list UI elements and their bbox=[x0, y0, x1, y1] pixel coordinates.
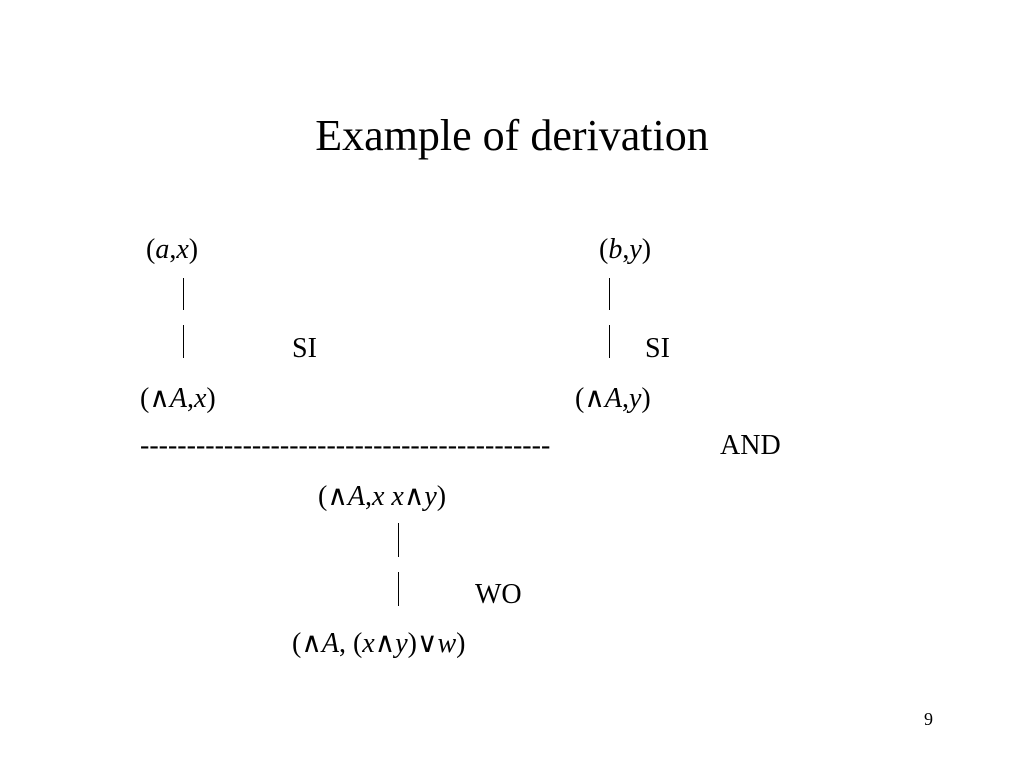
paren: ( bbox=[599, 234, 609, 265]
var-y: y bbox=[629, 234, 642, 265]
left-result: (∧A,x) bbox=[140, 383, 216, 415]
var-y: y bbox=[628, 383, 642, 414]
paren: ( bbox=[352, 628, 363, 659]
paren: ) bbox=[188, 234, 199, 265]
paren: ) bbox=[456, 628, 466, 659]
comma: , bbox=[186, 383, 194, 414]
page-number: 9 bbox=[924, 709, 933, 729]
paren: ( bbox=[575, 383, 585, 414]
var-x: x bbox=[176, 234, 189, 265]
var-A: A bbox=[169, 383, 187, 414]
inference-separator: ----------------------------------------… bbox=[140, 430, 551, 461]
left-premise: (a,x) bbox=[146, 234, 198, 266]
final-derivation-bar-lower bbox=[398, 572, 399, 606]
slide-title: Example of derivation bbox=[315, 111, 709, 160]
right-rule-label: SI bbox=[645, 333, 670, 364]
var-A: A bbox=[321, 628, 339, 659]
or-operator: ∨ bbox=[416, 628, 438, 659]
left-rule-label: SI bbox=[292, 333, 317, 364]
and-operator: ∧ bbox=[327, 481, 348, 512]
and-operator: ∧ bbox=[374, 628, 396, 659]
final-derivation-bar-upper bbox=[398, 523, 399, 557]
var-y: y bbox=[424, 481, 437, 512]
paren: ( bbox=[318, 481, 328, 512]
comma: , bbox=[364, 481, 372, 512]
left-derivation-bar-upper bbox=[183, 278, 184, 310]
join-rule-label: AND bbox=[720, 430, 781, 461]
final-rule-label: WO bbox=[475, 579, 522, 610]
var-y: y bbox=[395, 628, 408, 659]
right-derivation-bar-upper bbox=[609, 278, 610, 310]
var-A: A bbox=[347, 481, 365, 512]
paren: ( bbox=[146, 234, 156, 265]
comma: , bbox=[622, 234, 630, 265]
and-operator: ∧ bbox=[301, 628, 322, 659]
joined-result: (∧A,x x∧y) bbox=[318, 481, 446, 513]
var-x: x bbox=[193, 383, 207, 414]
paren: ) bbox=[641, 383, 651, 414]
right-result: (∧A,y) bbox=[575, 383, 651, 415]
paren: ) bbox=[436, 481, 447, 512]
var-x: x bbox=[362, 628, 375, 659]
paren: ( bbox=[140, 383, 150, 414]
var-w: w bbox=[437, 628, 457, 659]
comma: , bbox=[621, 383, 629, 414]
and-operator: ∧ bbox=[403, 481, 425, 512]
and-operator: ∧ bbox=[149, 383, 170, 414]
paren: ( bbox=[292, 628, 302, 659]
comma: , bbox=[169, 234, 177, 265]
right-derivation-bar-lower bbox=[609, 325, 610, 358]
comma: , bbox=[338, 628, 353, 659]
paren: ) bbox=[641, 234, 652, 265]
paren: ) bbox=[206, 383, 216, 414]
var-x: x bbox=[371, 481, 385, 512]
final-result: (∧A, (x∧y)∨w) bbox=[292, 628, 465, 660]
var-a: a bbox=[155, 234, 170, 265]
var-A: A bbox=[604, 383, 622, 414]
var-x: x bbox=[391, 481, 404, 512]
left-derivation-bar-lower bbox=[183, 325, 184, 358]
and-operator: ∧ bbox=[584, 383, 605, 414]
var-b: b bbox=[608, 234, 623, 265]
right-premise: (b,y) bbox=[599, 234, 651, 266]
paren: ) bbox=[407, 628, 417, 659]
